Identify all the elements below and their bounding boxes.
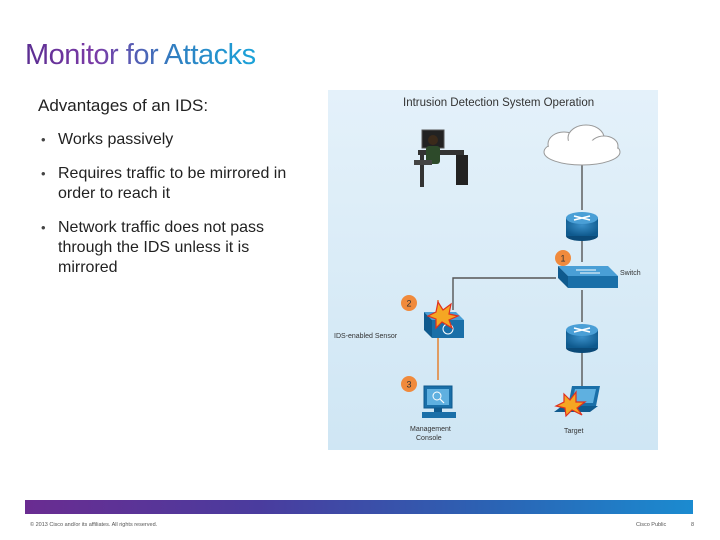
switch-label: Switch (620, 270, 641, 277)
sensor-label: IDS-enabled Sensor (334, 333, 398, 340)
footer-bar (25, 500, 693, 514)
bullet-glyph: • (41, 220, 46, 235)
diagram-title: Intrusion Detection System Operation (403, 97, 594, 109)
console-label-line2: Console (416, 435, 442, 442)
bullet-glyph: • (41, 166, 46, 181)
console-label-line1: Management (410, 426, 451, 433)
svg-text:3: 3 (406, 380, 411, 390)
svg-text:2: 2 (406, 299, 411, 309)
list-item: • Works passively (38, 130, 313, 150)
step-badge-2: 2 (401, 295, 417, 311)
management-console-icon (422, 385, 456, 418)
alert-burst-icon (426, 300, 460, 330)
internet-cloud-icon (543, 124, 621, 166)
list-item: • Network traffic does not pass through t… (38, 218, 313, 278)
list-item: • Requires traffic to be mirrored in orde… (38, 164, 313, 204)
connection-lines (452, 160, 583, 390)
internal-router-icon (566, 324, 598, 353)
advantages-subhead: Advantages of an IDS: (38, 96, 209, 115)
target-label: Target (564, 428, 584, 435)
ids-operation-diagram: Intrusion Detection System Operation (328, 90, 658, 450)
bullet-text: Requires traffic to be mirrored in order… (58, 165, 287, 202)
advantages-list: • Works passively • Requires traffic to be… (38, 130, 313, 278)
slide-title: Monitor for Attacks (25, 39, 256, 71)
attacker-workstation-icon (414, 129, 468, 187)
bullet-text: Works passively (58, 131, 174, 148)
classification-text: Cisco Public (636, 522, 667, 528)
copyright-text: © 2013 Cisco and/or its affiliates. All … (30, 522, 158, 528)
svg-text:1: 1 (560, 254, 565, 264)
bullet-glyph: • (41, 132, 46, 147)
step-badge-3: 3 (401, 376, 417, 392)
switch-icon (558, 266, 618, 288)
page-number: 8 (691, 522, 695, 528)
edge-router-icon (566, 212, 598, 241)
step-badge-1: 1 (555, 250, 571, 266)
bullet-text: Network traffic does not pass through th… (58, 219, 265, 276)
target-burst-icon (554, 390, 587, 418)
advantages-content: Advantages of an IDS: • Works passively •… (38, 96, 313, 292)
